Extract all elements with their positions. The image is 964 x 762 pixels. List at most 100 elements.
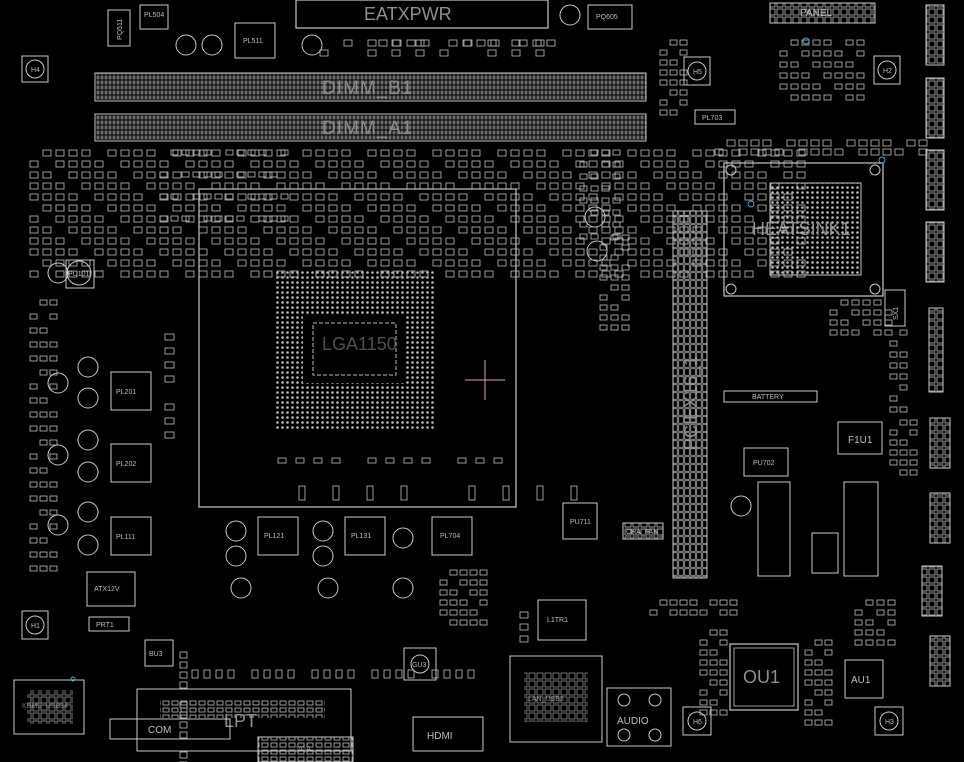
smd-pad: [211, 204, 221, 212]
svg-text:H5: H5: [693, 69, 702, 76]
mounting-hole-h1: H1: [21, 610, 49, 640]
smd-pad: [659, 79, 668, 86]
smd-pad: [289, 270, 299, 278]
smd-pad: [55, 204, 65, 212]
smd-pad: [549, 160, 559, 168]
smd-pad: [679, 160, 689, 168]
smd-pad: [796, 171, 806, 179]
smd-pad: [614, 248, 624, 256]
smd-pad: [562, 171, 572, 179]
smd-pad: [237, 226, 247, 234]
smd-pad: [164, 431, 175, 439]
svg-text:H4: H4: [31, 67, 40, 74]
smd-pad: [731, 215, 741, 223]
svg-text:SX1: SX1: [893, 307, 900, 320]
smd-pad: [328, 204, 338, 212]
smd-pad: [68, 226, 78, 234]
smd-pad: [738, 139, 748, 147]
smd-pad: [393, 193, 403, 201]
smd-pad: [614, 237, 624, 245]
svg-text:PL121: PL121: [264, 533, 284, 540]
smd-pad: [523, 259, 533, 267]
smd-pad: [81, 270, 91, 278]
smd-pad: [731, 149, 741, 157]
smd-pad: [845, 83, 854, 90]
lan-usb-connector: LAN_USB3: [509, 655, 603, 743]
smd-pad: [367, 182, 377, 190]
smd-pad: [250, 182, 260, 190]
smd-pad: [666, 171, 676, 179]
smd-pad: [385, 457, 395, 464]
smd-pad: [829, 309, 838, 316]
smd-pad: [783, 193, 793, 201]
smd-pad: [562, 204, 572, 212]
smd-pad: [822, 148, 832, 156]
smd-pad: [172, 204, 182, 212]
smd-pad: [458, 259, 468, 267]
smd-pad: [899, 373, 908, 380]
smd-pad: [471, 182, 481, 190]
smd-pad: [709, 699, 718, 706]
smd-pad: [179, 681, 188, 689]
smd-pad: [224, 237, 234, 245]
smd-pad: [471, 259, 481, 267]
smd-pad: [311, 669, 319, 679]
smd-pad: [211, 259, 221, 267]
smd-pad: [612, 197, 621, 204]
prt1: PRT1: [88, 616, 130, 632]
smd-pad: [709, 669, 718, 676]
smd-pad: [705, 182, 715, 190]
smd-pad: [783, 171, 793, 179]
component-blocks-right: [730, 4, 951, 687]
smd-pad: [719, 659, 728, 666]
mounting-hole-h5: H5: [683, 56, 711, 86]
smd-pad: [779, 83, 788, 90]
smd-pad: [55, 259, 65, 267]
smd-pad: [302, 226, 312, 234]
smd-pad: [146, 226, 156, 234]
smd-pad: [484, 270, 494, 278]
smd-pad: [484, 182, 494, 190]
smd-pad: [406, 270, 416, 278]
smd-pad: [250, 237, 260, 245]
smd-pad: [393, 149, 403, 157]
smd-pad: [627, 204, 637, 212]
smd-pad: [479, 569, 488, 576]
smd-pad: [164, 417, 175, 425]
svg-text:AU1: AU1: [851, 675, 871, 686]
smd-pad: [562, 193, 572, 201]
smd-pad: [395, 669, 403, 679]
smd-pad: [146, 182, 156, 190]
smd-pad: [770, 237, 780, 245]
smd-pad: [812, 61, 821, 68]
smd-pad: [276, 204, 286, 212]
smd-pad: [29, 537, 38, 544]
smd-pad: [865, 629, 874, 636]
au1-chip: AU1: [844, 659, 884, 699]
smd-pad: [55, 193, 65, 201]
smd-pad: [120, 215, 130, 223]
smd-pad: [29, 397, 38, 404]
com-label: COM: [148, 725, 171, 736]
smd-pad: [479, 589, 488, 596]
smd-pad: [29, 355, 38, 362]
smd-pad: [523, 248, 533, 256]
smd-pad: [854, 629, 863, 636]
smd-pad: [315, 248, 325, 256]
smd-pad: [458, 248, 468, 256]
smd-pad: [458, 270, 468, 278]
smd-pad: [439, 49, 449, 57]
smd-pad: [258, 149, 267, 156]
smd-pad: [380, 204, 390, 212]
smd-pad: [354, 248, 364, 256]
smd-pad: [840, 299, 849, 306]
smd-pad: [612, 233, 621, 240]
smd-pad: [579, 221, 588, 228]
smd-pad: [328, 248, 338, 256]
smd-pad: [133, 193, 143, 201]
smd-pad: [770, 259, 780, 267]
smd-pad: [640, 193, 650, 201]
smd-pad: [120, 270, 130, 278]
smd-pad: [198, 149, 208, 157]
